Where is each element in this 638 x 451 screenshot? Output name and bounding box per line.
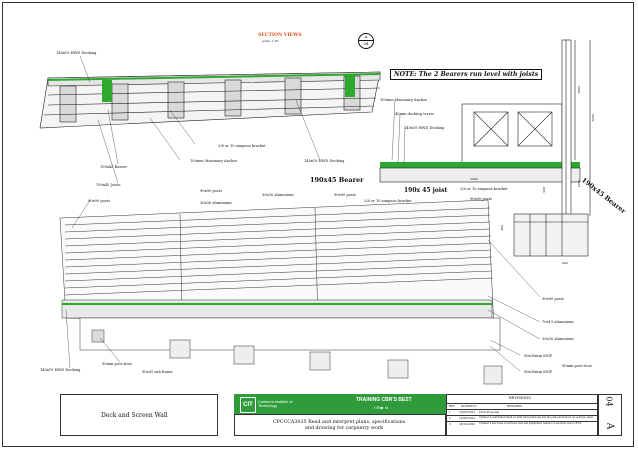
revision-remarks: First Proposal xyxy=(479,410,499,414)
label-post-shoe-right: 90mm post shoe xyxy=(562,364,592,368)
training-slogan: TRAINING CBR'S BEST xyxy=(356,397,412,403)
dimension-3000-vertical: 3000 xyxy=(591,113,596,122)
revision-date: 12/06/2022 xyxy=(459,416,476,420)
unit-cell: CPCCCA3025 Read and interpret plans, spe… xyxy=(234,414,446,436)
label-posts-left: 90x90 posts xyxy=(88,199,110,203)
revision-number: 1 xyxy=(449,410,451,414)
label-hwd-decking-bottom: 140x19 HWD Decking xyxy=(40,368,81,372)
rev-header: REV xyxy=(449,404,456,408)
leader-lines xyxy=(65,55,541,372)
label-mgp-1: 90x35mm MGP xyxy=(524,354,553,358)
label-posts-1: 90x90 posts xyxy=(200,189,222,193)
dimension-400-horizontal: 400 xyxy=(562,261,568,265)
dimension-1500: 1500 xyxy=(577,179,582,188)
label-post-shoe-bottom: 90mm post shoe xyxy=(102,362,132,366)
social-icons: f ✉ ▶ in xyxy=(374,405,388,410)
label-masonry-anchor-2: 100mm Masonary Anchor xyxy=(380,98,428,102)
label-posts-far-right: 90x90 posts xyxy=(542,297,564,301)
label-simpson-bracket-2: 2/8 or 10 simpson bracket xyxy=(364,199,412,203)
label-joists: 190x45 Joists xyxy=(96,183,121,187)
label-bearer-1: 190x45 Bearer xyxy=(100,165,128,169)
label-posts-2: 90x90 posts xyxy=(334,193,356,197)
dimension-900: 900 xyxy=(542,186,547,193)
label-hwd-decking-top: 140x19 HWD Decking xyxy=(56,51,97,55)
dimension-3000-horizontal: 3000 xyxy=(470,177,478,181)
institute-banner: CIT Canberra Institute of Technology TRA… xyxy=(234,394,446,414)
sheet-number-cell: 04 A xyxy=(598,394,622,436)
title-block-drawing-title-cell: Deck and Screen Wall xyxy=(60,394,218,436)
revisions-table: REVISIONS REV DD/MM/YY REMARKS 1 23/05/2… xyxy=(446,394,598,436)
date-header: DD/MM/YY xyxy=(461,404,477,408)
label-aluminium-2: 30x30 aluminium xyxy=(200,201,232,205)
label-simpson-bracket-3: 2/8 or 10 simpson bracket xyxy=(460,187,508,191)
section-ref-bottom: 04 xyxy=(359,40,373,47)
screen-wall xyxy=(59,199,503,385)
label-posts-right: 90x90 posts xyxy=(470,197,492,201)
revision-row: 1 23/05/2022 First Proposal xyxy=(447,409,597,414)
highlighted-bearer xyxy=(102,80,112,102)
section-scale: scale: 1:25 xyxy=(262,39,279,43)
label-joist-big: 190x 45 joist xyxy=(404,187,448,194)
label-simpson-bracket-1: 2/8 or 10 simpson bracket xyxy=(218,144,266,148)
bearer-note: NOTE: The 2 Bearers run level with joist… xyxy=(390,69,543,80)
label-aluminium-1: 30x30 aluminium xyxy=(262,193,294,197)
section-title: SECTION VIEWS xyxy=(258,33,302,38)
section-ref-top: A xyxy=(364,34,368,39)
unit-line-1: CPCCCA3025 Read and interpret plans, spe… xyxy=(273,420,406,425)
cit-logo: CIT xyxy=(240,397,256,413)
label-aluminium-30-right: 30x30 aluminium xyxy=(542,337,574,341)
label-sub-frame: 90x35 sub frame xyxy=(142,370,173,374)
label-decking-screw: 45mm decking screw xyxy=(395,112,434,116)
institute-name: Canberra Institute of Technology xyxy=(258,400,293,408)
revision-row: 3 20/12/2022 Updated a few notes on sect… xyxy=(447,421,597,426)
label-masonry-anchor-1: 100mm Masonary Anchor xyxy=(190,159,238,163)
sheet-letter: A xyxy=(604,422,615,430)
dimension-400-vertical: 400 xyxy=(500,224,505,231)
revision-remarks: Updated a few notes on sections view and… xyxy=(479,422,582,425)
revisions-heading: REVISIONS xyxy=(509,396,531,400)
deck-isometric-section xyxy=(39,71,381,129)
revision-row: 2 12/06/2022 Updated to add better detai… xyxy=(447,415,597,420)
revision-date: 23/05/2022 xyxy=(459,410,476,414)
revision-date: 20/12/2022 xyxy=(459,422,476,426)
unit-line-2: and drawing for carpentry work xyxy=(305,426,384,431)
highlighted-bearer xyxy=(345,75,355,97)
label-mgp-2: 90x35mm MGP xyxy=(524,370,553,374)
remarks-header: REMARKS xyxy=(507,404,523,408)
sheet-number: 04 xyxy=(604,396,614,407)
right-elevation-detail xyxy=(379,39,591,257)
revisions-header-row: REV DD/MM/YY REMARKS xyxy=(447,403,597,408)
label-bearer-big: 190x45 Bearer xyxy=(310,176,364,184)
label-hwd-decking-mid: 140x19 HWD Decking xyxy=(304,159,345,163)
revision-remarks: Updated to add better detail on what the… xyxy=(479,416,593,419)
revision-number: 3 xyxy=(449,422,451,426)
dimension-2000: 2000 xyxy=(577,85,582,94)
label-aluminium-70: 70x15 aluminium xyxy=(542,320,574,324)
label-hwd-decking-right: 140x19 HWD Decking xyxy=(404,126,445,130)
revision-number: 2 xyxy=(449,416,451,420)
drawing-sheet xyxy=(2,2,634,447)
section-reference-bubble: A 04 xyxy=(358,33,374,49)
drawing-title: Deck and Screen Wall xyxy=(101,412,168,419)
